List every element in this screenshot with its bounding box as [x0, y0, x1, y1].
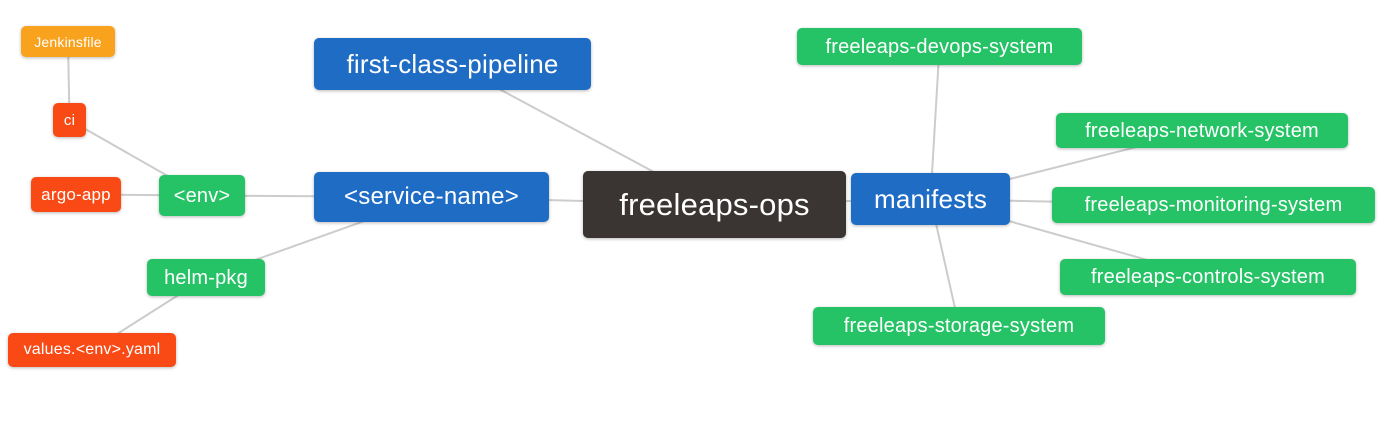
- mindmap-node-ci[interactable]: ci: [53, 103, 86, 137]
- mindmap-node-first-class-pipeline[interactable]: first-class-pipeline: [314, 38, 591, 90]
- mindmap-node-monitoring-system[interactable]: freeleaps-monitoring-system: [1052, 187, 1375, 223]
- mindmap-node-argo-app[interactable]: argo-app: [31, 177, 121, 212]
- mindmap-node-env[interactable]: <env>: [159, 175, 245, 216]
- mindmap-node-manifests[interactable]: manifests: [851, 173, 1010, 225]
- mindmap-node-storage-system[interactable]: freeleaps-storage-system: [813, 307, 1105, 345]
- mindmap-node-devops-system[interactable]: freeleaps-devops-system: [797, 28, 1082, 65]
- mindmap-node-jenkinsfile[interactable]: Jenkinsfile: [21, 26, 115, 57]
- mindmap-node-helm-pkg[interactable]: helm-pkg: [147, 259, 265, 296]
- mindmap-node-values-env-yaml[interactable]: values.<env>.yaml: [8, 333, 176, 367]
- mindmap-node-controls-system[interactable]: freeleaps-controls-system: [1060, 259, 1356, 295]
- mindmap-node-freeleaps-ops[interactable]: freeleaps-ops: [583, 171, 846, 238]
- mindmap-node-network-system[interactable]: freeleaps-network-system: [1056, 113, 1348, 148]
- mindmap-node-service-name[interactable]: <service-name>: [314, 172, 549, 222]
